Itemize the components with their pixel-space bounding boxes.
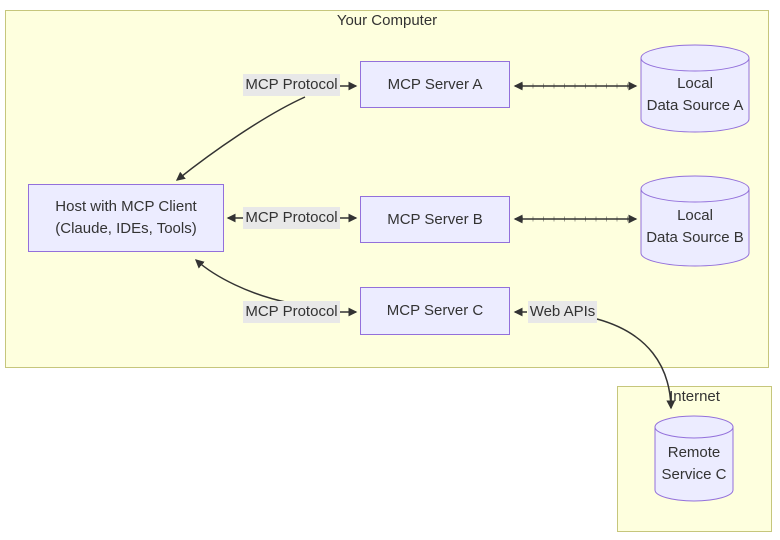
node-host: Host with MCP Client (Claude, IDEs, Tool…	[28, 184, 224, 252]
node-mcp-server-c-label: MCP Server C	[386, 302, 484, 319]
edge-label-mcp-protocol-b: MCP Protocol	[243, 207, 340, 229]
node-remote-service-c: Remote Service C	[654, 415, 734, 502]
node-mcp-server-a-label: MCP Server A	[387, 75, 483, 93]
edge-label-web-apis: Web APIs	[528, 301, 597, 323]
data-source-b-line1: Local	[677, 207, 713, 224]
data-source-b-line2: Data Source B	[646, 229, 744, 246]
cylinder-shape-b	[640, 175, 750, 267]
node-local-data-source-a: Local Data Source A	[640, 44, 750, 133]
cluster-your-computer-label: Your Computer	[336, 12, 438, 29]
cylinder-shape-a	[640, 44, 750, 133]
edge-label-mcp-protocol-a: MCP Protocol	[243, 74, 340, 96]
cluster-internet-label: Internet	[669, 388, 720, 405]
cylinder-shape-c	[654, 415, 734, 502]
node-host-line2: (Claude, IDEs, Tools)	[55, 220, 197, 237]
data-source-a-line2: Data Source A	[646, 96, 744, 114]
data-source-a-line1: Local	[677, 74, 713, 92]
node-mcp-server-a: MCP Server A	[360, 61, 510, 108]
node-local-data-source-b: Local Data Source B	[640, 175, 750, 267]
remote-service-c-line1: Remote	[667, 443, 721, 461]
node-host-line1: Host with MCP Client	[55, 198, 197, 215]
remote-service-c-line2: Service C	[661, 465, 727, 483]
node-mcp-server-c: MCP Server C	[360, 287, 510, 335]
edge-label-mcp-protocol-c: MCP Protocol	[243, 301, 340, 323]
node-mcp-server-b-label: MCP Server B	[387, 210, 483, 228]
node-mcp-server-b: MCP Server B	[360, 196, 510, 243]
